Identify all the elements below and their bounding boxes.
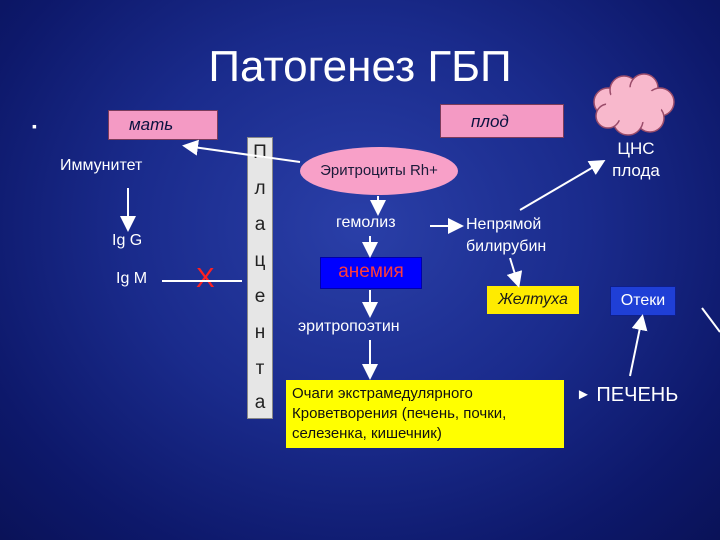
arrow-bilirubin-to-cns <box>519 159 606 211</box>
foci-line-2: Кроветворения (печень, почки, <box>292 405 507 422</box>
placenta-letter: н <box>254 322 266 343</box>
jaundice-box: Желтуха <box>487 286 579 314</box>
bilirubin-line-2: билирубин <box>466 238 547 255</box>
edge-line <box>701 307 720 333</box>
placenta-letter: е <box>254 286 266 307</box>
immunity-label: Иммунитет <box>60 157 143 174</box>
hemolysis-label: гемолиз <box>336 214 396 231</box>
arrow-liver-to-edema <box>629 314 648 377</box>
cns-label: ЦНС плода <box>596 138 676 182</box>
erythropoietin-label: эритропоэтин <box>298 318 400 335</box>
fetus-box: плод <box>440 104 564 138</box>
arrow-placenta-to-mother <box>182 139 301 163</box>
placenta-letter: ц <box>254 250 266 271</box>
anemia-box: анемия <box>320 257 422 289</box>
liver-text: ПЕЧЕНЬ <box>596 384 679 406</box>
block-mark: X <box>196 262 215 293</box>
cns-line-1: ЦНС <box>617 139 655 158</box>
bilirubin-line-1: Непрямой <box>466 216 542 233</box>
igm-label: Ig M <box>116 270 148 287</box>
placenta-letter: л <box>254 178 266 199</box>
placenta-bar: П л а ц е н т а <box>247 137 273 419</box>
foci-line-3: селезенка, кишечник) <box>292 425 442 442</box>
placenta-letter: а <box>254 392 266 413</box>
extramedullary-foci-box: Очаги экстрамедулярного Кроветворения (п… <box>286 380 564 448</box>
brain-icon <box>593 73 675 136</box>
foci-line-1: Очаги экстрамедулярного <box>292 385 473 402</box>
placenta-letter: т <box>255 358 265 379</box>
erythrocytes-ellipse: Эритроциты Rh+ <box>300 147 458 195</box>
bullet-marker: ▪ <box>32 118 37 134</box>
liver-arrow-icon: ► <box>576 386 591 403</box>
placenta-letter: а <box>254 214 266 235</box>
slide-title: Патогенез ГБП <box>208 42 512 91</box>
arrow-bilirubin-to-jaundice <box>506 257 523 288</box>
liver-label: ► ПЕЧЕНЬ <box>576 384 678 407</box>
mother-box: мать <box>108 110 218 140</box>
igg-label: Ig G <box>112 232 143 249</box>
edema-box: Отеки <box>610 286 676 316</box>
cns-line-2: плода <box>612 161 660 180</box>
indirect-bilirubin-label: Непрямой билирубин <box>466 214 546 258</box>
